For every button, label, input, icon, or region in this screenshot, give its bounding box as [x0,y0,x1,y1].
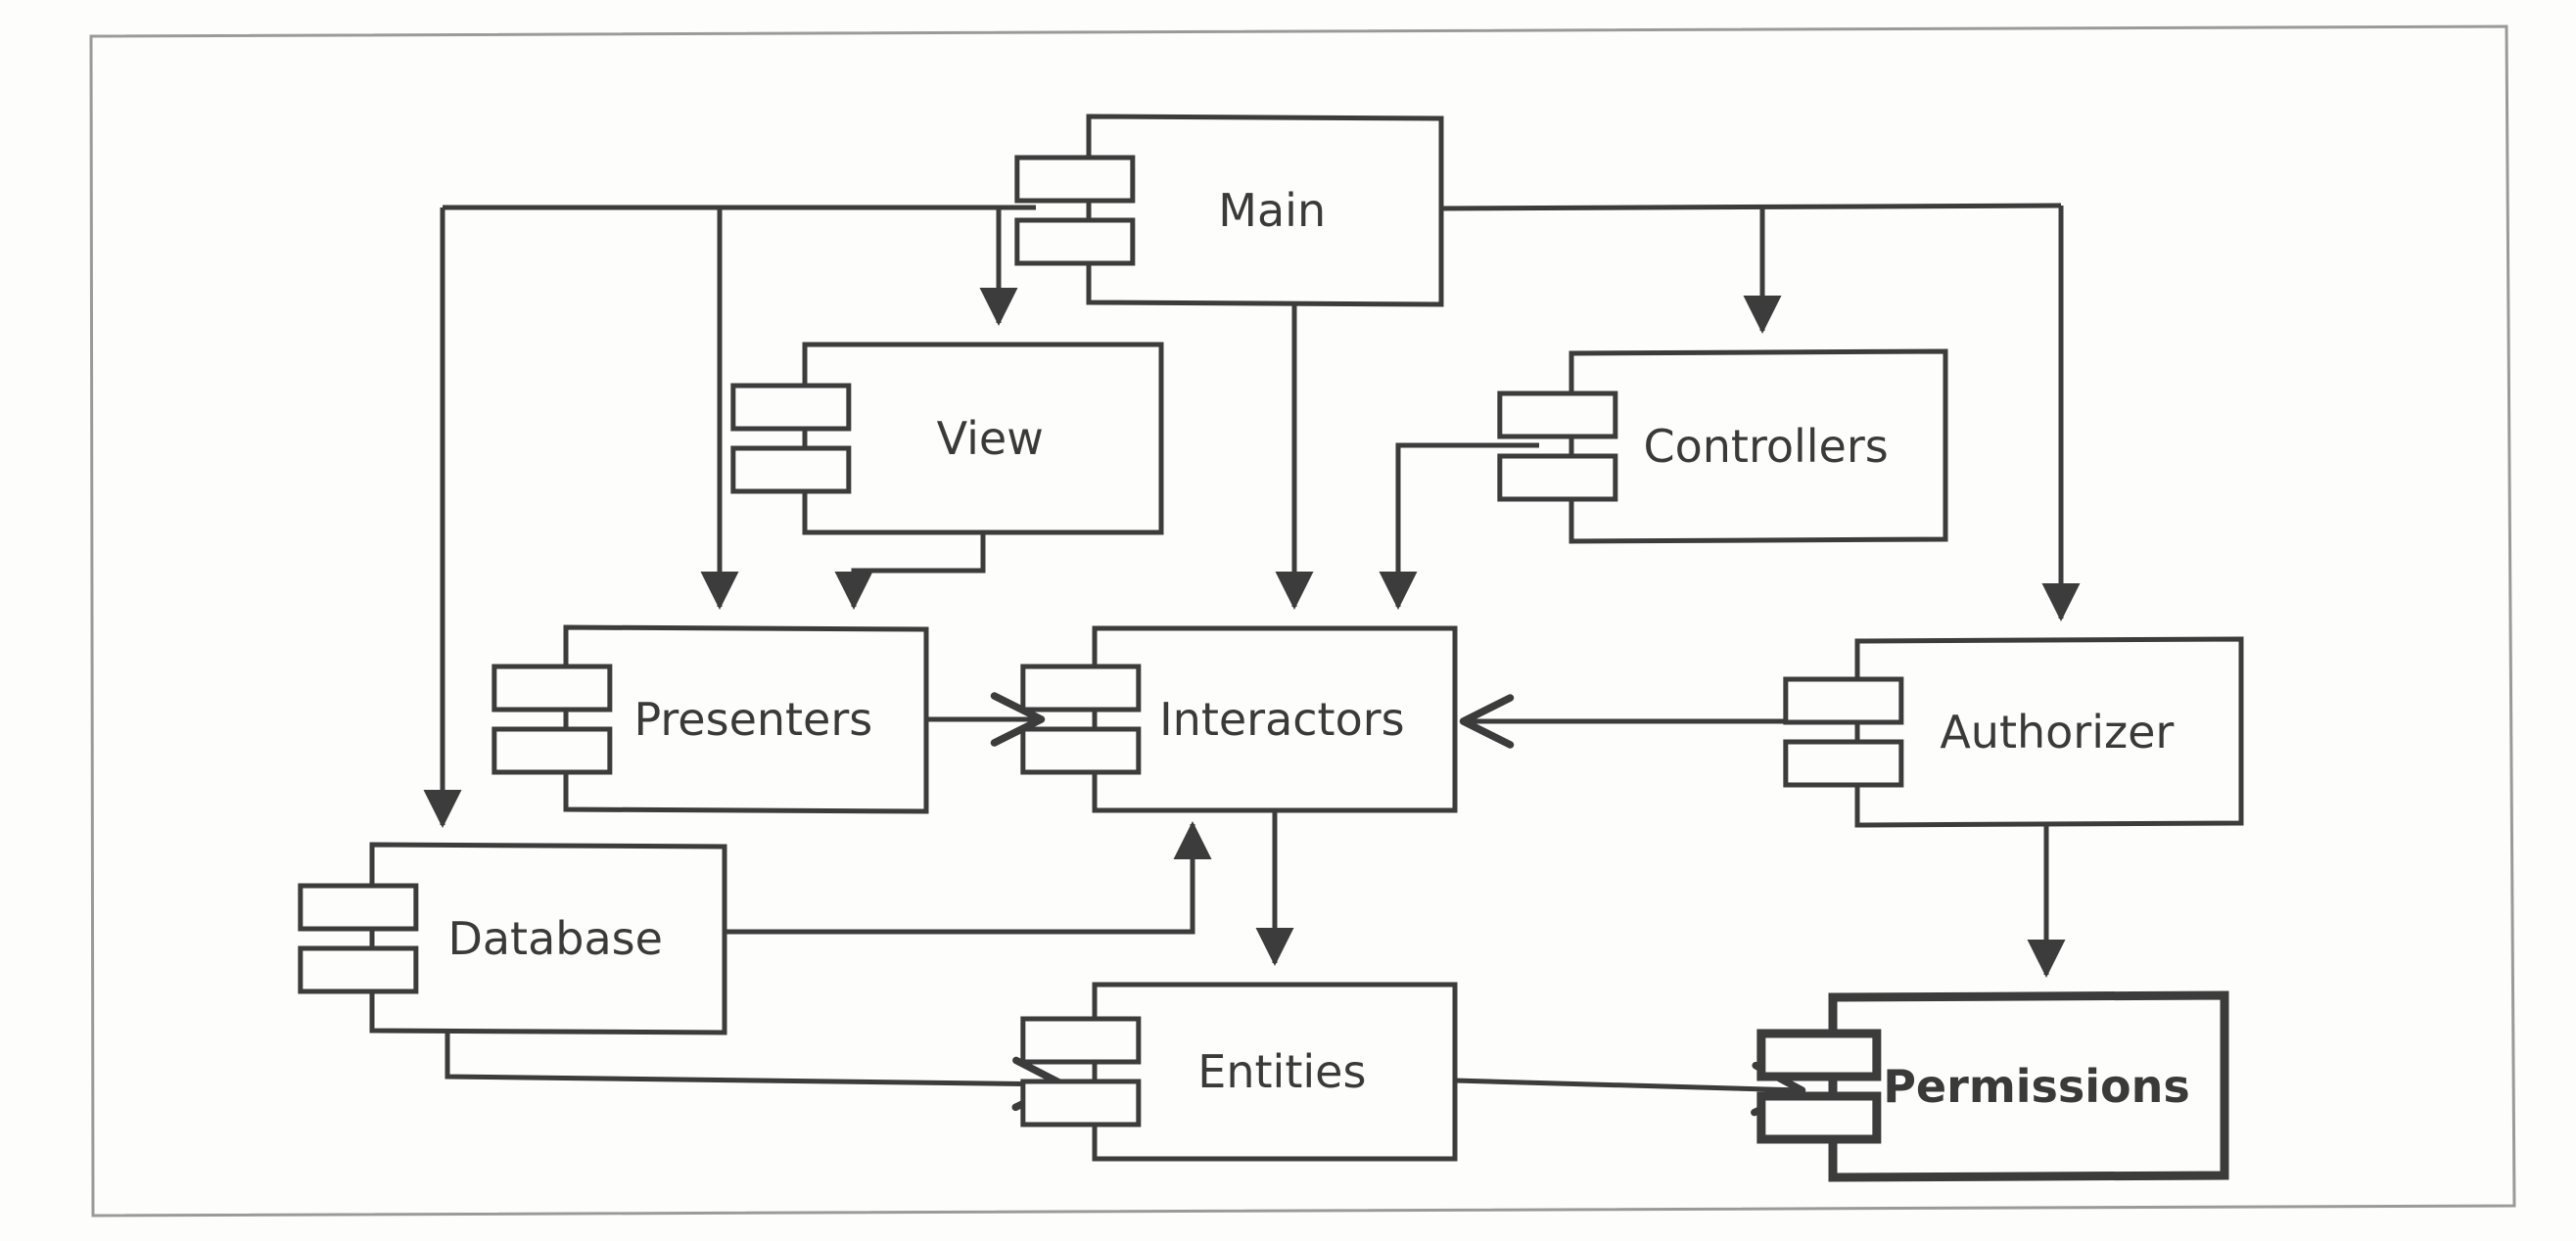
component-box-view[interactable] [802,342,1164,535]
uml-component-icon-permissions-tab1 [1756,1029,1882,1081]
connection-view-to-presenters [834,532,986,611]
uml-component-icon-authorizer-tab1 [1783,676,1904,725]
uml-component-icon-controllers-tab2 [1497,453,1618,502]
uml-component-icon-view-tab2 [730,445,852,494]
component-box-database[interactable] [369,842,727,1035]
connection-controllers-to-interactors [1379,442,1539,611]
uml-component-icon-main-tab2 [1014,217,1136,266]
connection-entities-to-permissions [1454,1061,1806,1117]
page-border [89,24,2516,1218]
connection-database-to-interactors [725,820,1212,935]
uml-component-icon-entities-tab1 [1020,1016,1142,1065]
component-box-permissions[interactable] [1828,990,2229,1182]
component-box-main[interactable] [1086,114,1444,307]
uml-component-icon-interactors-tab1 [1020,664,1142,712]
uml-component-icon-database-tab1 [298,883,419,932]
connection-database-to-entities [445,1032,1067,1112]
connection-main-bus-right [1440,203,2062,211]
component-box-controllers[interactable] [1569,348,1948,544]
uml-component-icon-presenters-tab1 [492,664,613,712]
uml-component-icon-view-tab1 [730,383,852,432]
uml-component-icon-authorizer-tab2 [1783,739,1904,788]
uml-component-icon-main-tab1 [1014,155,1136,204]
component-box-entities[interactable] [1092,982,1458,1162]
uml-component-icon-interactors-tab2 [1020,726,1142,775]
component-box-authorizer[interactable] [1854,636,2244,828]
uml-component-icon-entities-tab2 [1020,1079,1142,1127]
uml-component-icon-controllers-tab1 [1497,391,1618,439]
uml-component-icon-presenters-tab2 [492,726,613,775]
uml-component-icon-database-tab2 [298,945,419,994]
component-box-interactors[interactable] [1092,625,1458,813]
component-box-presenters[interactable] [563,624,929,814]
uml-component-icon-permissions-tab2 [1756,1091,1882,1144]
